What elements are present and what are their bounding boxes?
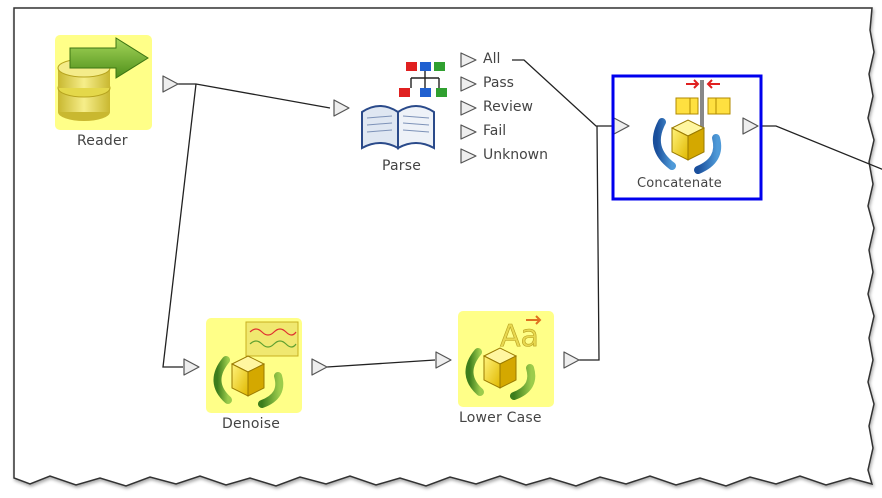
port-unknown: [460, 148, 477, 164]
denoise-in-port: [183, 358, 200, 376]
edge-all-concatenate: [512, 59, 612, 127]
lowercase-output-port[interactable]: [562, 350, 581, 370]
lowercase-node-graphic: Aa: [458, 311, 554, 407]
letter-case-cube-icon: Aa: [465, 315, 542, 400]
port-label-fail[interactable]: Fail: [483, 123, 507, 139]
port-fail: [460, 124, 477, 140]
parse-label: Parse: [382, 158, 422, 174]
denoise-label: Denoise: [222, 416, 281, 432]
reader-node-graphic: [55, 35, 152, 130]
denoise-node-graphic: [206, 318, 302, 413]
port-review: [460, 100, 477, 116]
denoise-input-port[interactable]: [182, 357, 201, 377]
parse-in-port: [333, 99, 350, 117]
concatenate-node-graphic: [611, 74, 763, 201]
parse-output-ports: [460, 52, 477, 164]
lowercase-label: Lower Case: [459, 410, 542, 426]
ports: [162, 75, 759, 376]
lowercase-in-port: [435, 351, 452, 369]
edge-reader-denoise: [162, 83, 197, 368]
parse-input-port[interactable]: [332, 98, 351, 118]
waveform-cube-icon: [213, 321, 299, 408]
reader-out-port: [162, 75, 179, 93]
database-with-arrow-icon: [57, 37, 149, 121]
selection-box: [611, 74, 763, 201]
denoise-output-port[interactable]: [310, 357, 329, 377]
merge-cube-icon: [652, 79, 731, 174]
port-label-review[interactable]: Review: [483, 99, 533, 115]
concatenate-output-port[interactable]: [741, 116, 760, 136]
denoise-out-port: [311, 358, 328, 376]
concatenate-input-port[interactable]: [612, 116, 631, 136]
port-label-all[interactable]: All: [483, 51, 501, 67]
edge-lowercase-concatenate: [579, 125, 600, 361]
port-pass: [460, 76, 477, 92]
reader-label: Reader: [77, 133, 128, 149]
concatenate-out-port: [742, 117, 759, 135]
port-all: [460, 52, 477, 68]
book-with-tree-icon: [361, 62, 447, 150]
edge-concatenate-out: [760, 125, 882, 170]
lowercase-out-port: [563, 351, 580, 369]
edges: [162, 59, 882, 368]
edge-denoise-lowercase: [326, 359, 436, 368]
concatenate-label: Concatenate: [637, 176, 722, 191]
reader-output-port[interactable]: [161, 74, 180, 94]
svg-text:Aa: Aa: [500, 319, 539, 354]
lowercase-input-port[interactable]: [434, 350, 453, 370]
port-label-pass[interactable]: Pass: [483, 75, 514, 91]
port-label-unknown[interactable]: Unknown: [483, 147, 548, 163]
